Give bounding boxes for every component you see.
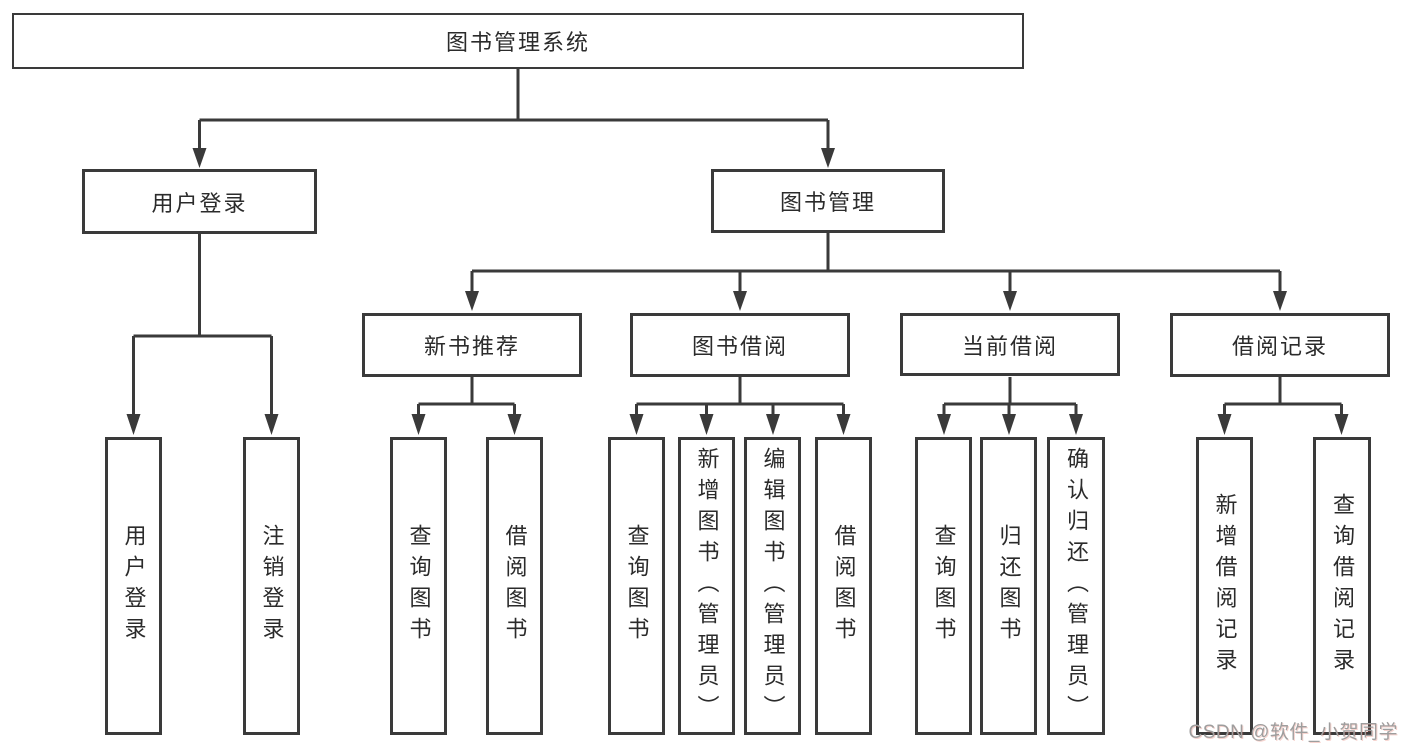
leaf-edit-books-admin-label: 编辑图书（管理员） [760,446,786,726]
node-root: 图书管理系统 [12,13,1024,69]
connector-user-login-to-leaves [132,234,273,416]
connector-book-borrow-to-leaves [635,377,845,416]
leaf-confirm-return-admin: 确认归还（管理员） [1047,437,1105,735]
node-book-management-label: 图书管理 [779,190,876,215]
connector-borrow-records-to-leaves [1223,377,1343,416]
node-book-borrow: 图书借阅 [630,313,850,377]
leaf-add-books-admin: 新增图书（管理员） [678,437,735,735]
node-current-borrow-label: 当前借阅 [961,333,1058,359]
connector-book-management-to-level3 [470,233,1282,293]
leaf-recommend-borrow-books: 借阅图书 [486,437,543,735]
node-root-label: 图书管理系统 [445,30,590,55]
leaf-current-query-books: 查询图书 [915,437,972,735]
connector-root-to-level2 [198,69,830,150]
leaf-borrow-query-books: 查询图书 [608,437,665,735]
node-new-book-recommend-label: 新书推荐 [423,334,520,359]
leaf-user-login-label: 用户登录 [121,524,147,648]
leaf-logout: 注销登录 [243,437,300,735]
leaf-return-books: 归还图书 [980,437,1037,735]
leaf-add-borrow-record-label: 新增借阅记录 [1212,493,1238,679]
node-book-borrow-label: 图书借阅 [691,334,788,359]
leaf-query-borrow-record-label: 查询借阅记录 [1330,493,1355,679]
leaf-logout-label: 注销登录 [259,524,285,648]
node-user-login: 用户登录 [82,169,317,234]
leaf-recommend-query-books-label: 查询图书 [406,524,432,648]
leaf-borrow-books-label: 借阅图书 [831,524,857,648]
leaf-user-login: 用户登录 [105,437,162,735]
leaf-edit-books-admin: 编辑图书（管理员） [744,437,801,735]
leaf-recommend-query-books: 查询图书 [390,437,447,735]
leaf-current-query-books-label: 查询图书 [931,524,957,648]
leaf-add-borrow-record: 新增借阅记录 [1196,437,1253,735]
connector-new-book-recommend-to-leaves [417,377,516,416]
node-current-borrow: 当前借阅 [900,313,1120,376]
connector-current-borrow-to-leaves [942,377,1078,416]
leaf-recommend-borrow-books-label: 借阅图书 [502,524,528,648]
leaf-return-books-label: 归还图书 [996,524,1022,648]
node-borrow-records-label: 借阅记录 [1231,334,1328,359]
csdn-watermark: CSDN @软件_小贺同学 [1188,722,1398,743]
node-new-book-recommend: 新书推荐 [362,313,582,377]
arrow-down-icons [126,148,1349,435]
node-user-login-label: 用户登录 [151,190,248,216]
leaf-add-books-admin-label: 新增图书（管理员） [694,446,720,726]
leaf-borrow-query-books-label: 查询图书 [624,524,650,648]
node-book-management: 图书管理 [711,169,945,233]
leaf-query-borrow-record: 查询借阅记录 [1313,437,1371,735]
node-borrow-records: 借阅记录 [1170,313,1390,377]
leaf-confirm-return-admin-label: 确认归还（管理员） [1064,446,1089,726]
leaf-borrow-books: 借阅图书 [815,437,872,735]
